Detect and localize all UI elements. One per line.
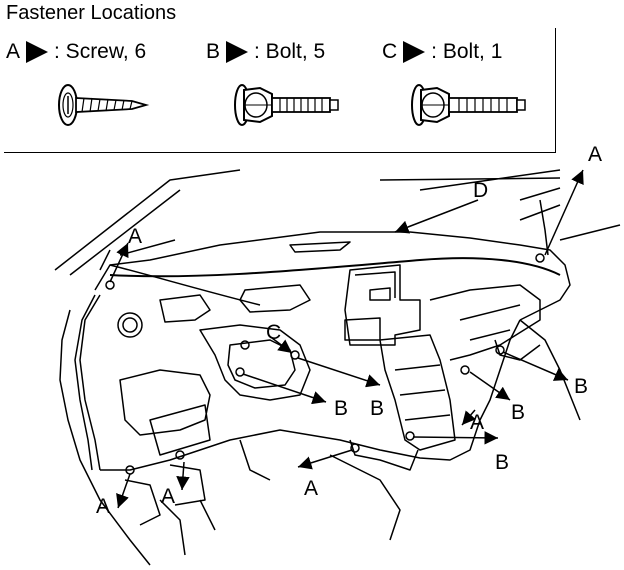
legend-item-c: C : Bolt, 1	[382, 40, 502, 64]
legend-item-a: A : Screw, 6	[6, 40, 146, 64]
callout-a-label: A	[588, 143, 603, 166]
callout-b-label: B	[334, 397, 349, 420]
legend-text: : Bolt, 5	[254, 40, 326, 63]
callout-d-label: D	[473, 179, 489, 202]
legend-letter: C	[382, 40, 398, 63]
legend-item-b: B : Bolt, 5	[206, 40, 325, 64]
callout-b-label: B	[495, 451, 510, 474]
arrow-right-icon	[226, 41, 249, 63]
callout-b-label: B	[574, 375, 589, 398]
legend-text: : Screw, 6	[54, 40, 147, 63]
callout-c-label: C	[266, 321, 282, 344]
callout-a-label: A	[470, 411, 485, 434]
callout-a-label: A	[96, 495, 111, 518]
callout-b-label: B	[511, 401, 526, 424]
screw-icon	[58, 84, 150, 126]
flange-bolt-long-icon	[411, 84, 526, 126]
callout-b-label: B	[370, 397, 385, 420]
arrow-right-icon	[403, 41, 426, 63]
legend-text: : Bolt, 1	[431, 40, 503, 63]
arrow-right-icon	[26, 41, 49, 63]
leader-lines	[109, 169, 584, 509]
legend-letter: B	[206, 40, 221, 63]
callout-a-label: A	[161, 485, 176, 508]
legend-letter: A	[6, 40, 21, 63]
callout-a-label: A	[128, 225, 143, 248]
fastener-legend: A : Screw, 6 B : Bolt, 5 C : Bolt, 1	[4, 28, 556, 153]
callout-a-label: A	[304, 477, 319, 500]
diagram-title: Fastener Locations	[6, 2, 177, 24]
flange-bolt-icon	[234, 84, 339, 126]
